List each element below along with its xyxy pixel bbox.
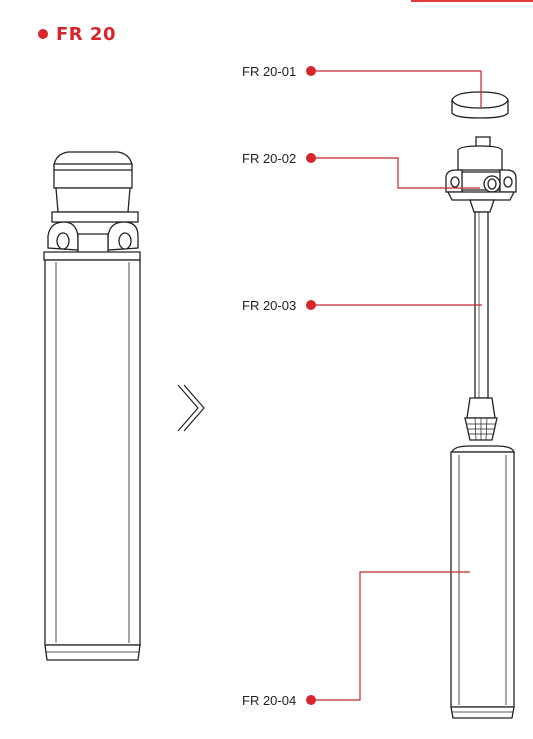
part-label-fr20-01: FR 20-01 <box>242 64 297 79</box>
part-label-fr20-03: FR 20-03 <box>242 298 297 313</box>
leader-dots <box>306 66 316 705</box>
part-label-fr20-02: FR 20-02 <box>242 151 297 166</box>
part-fr20-04-drawing <box>450 445 515 719</box>
part-label-fr20-04: FR 20-04 <box>242 693 297 708</box>
header-bullet-dot <box>38 29 48 39</box>
part-fr20-03-drawing <box>464 211 498 441</box>
page-header: FR 20 <box>38 23 116 45</box>
part-fr20-02-drawing <box>445 136 517 213</box>
top-accent-bar <box>411 0 533 2</box>
leader-lines <box>311 70 482 701</box>
page-title: FR 20 <box>56 23 116 45</box>
part-fr20-01-drawing <box>451 91 509 119</box>
assembled-filter-drawing <box>43 151 141 661</box>
double-chevron-right-icon <box>177 384 205 432</box>
